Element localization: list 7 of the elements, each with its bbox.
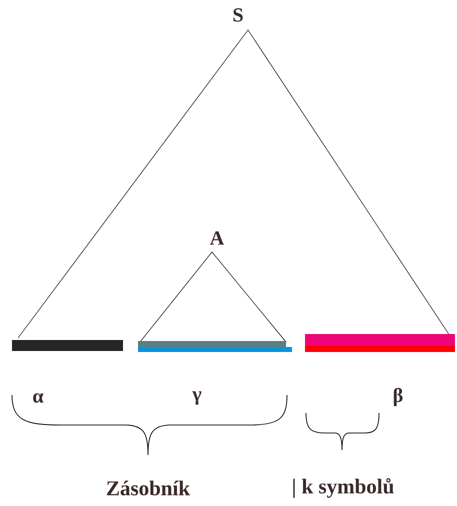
symbol-label: β <box>394 388 403 406</box>
symbol-label: γ <box>192 391 202 405</box>
symbol-label: A <box>210 231 224 245</box>
symbol-label: α <box>33 393 44 403</box>
symbol-label: S <box>234 8 243 22</box>
brace-label: | k symbolů <box>293 478 394 498</box>
brace-label: Zásobník <box>106 480 190 496</box>
